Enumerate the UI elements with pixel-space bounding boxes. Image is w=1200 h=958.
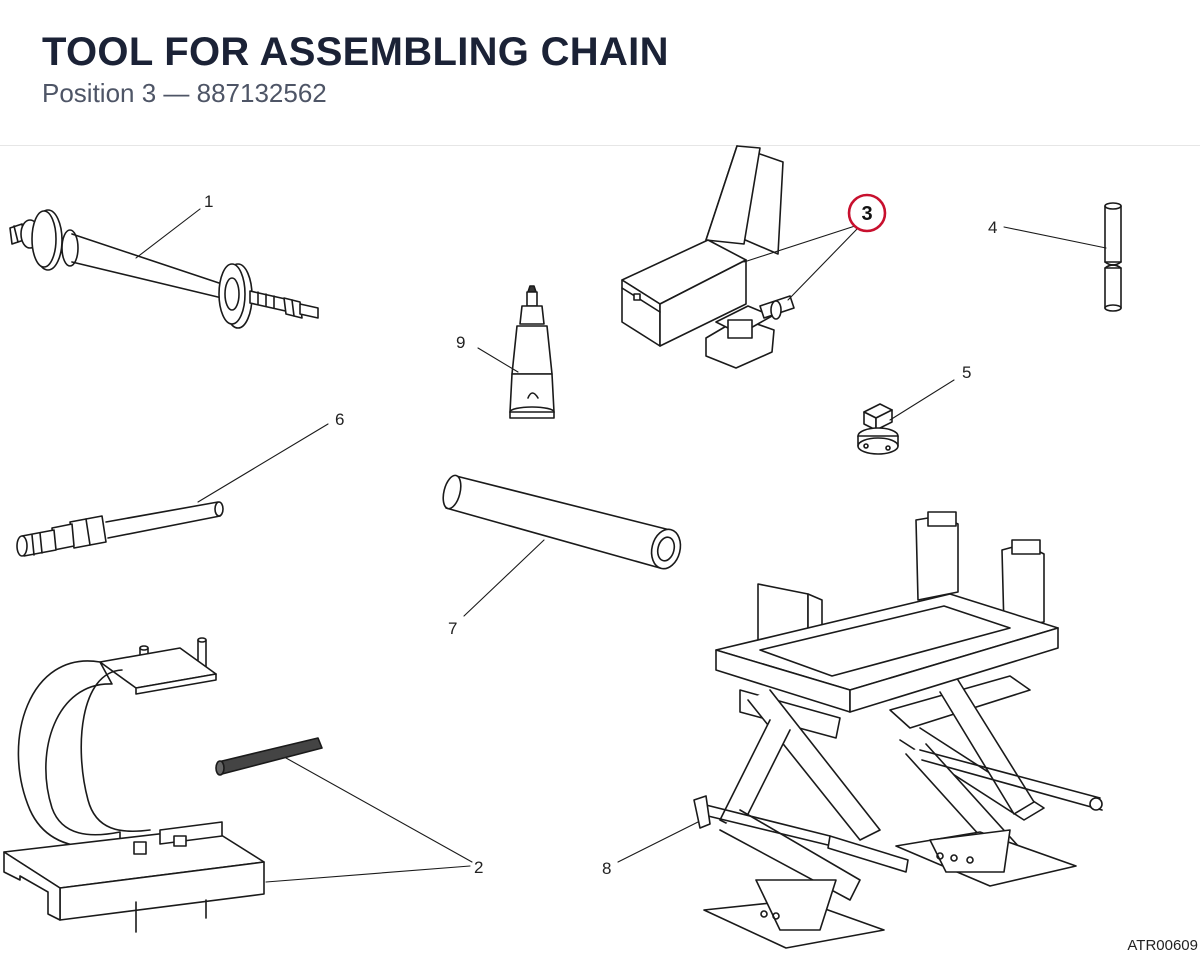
- pin-icon: [1104, 202, 1122, 312]
- part-label-9: 9: [456, 333, 465, 352]
- part-label-8: 8: [602, 859, 611, 878]
- part-label-4: 4: [988, 218, 997, 237]
- grease-tube-icon: [509, 285, 555, 419]
- part-label-1: 1: [204, 192, 213, 211]
- part-label-7: 6: [335, 410, 344, 429]
- part-label-3[interactable]: 3: [861, 203, 872, 225]
- frame-bracket-icon: [3, 637, 323, 933]
- page-title: TOOL FOR ASSEMBLING CHAIN: [42, 30, 669, 74]
- chain-tool-case-icon[interactable]: [621, 145, 795, 369]
- header-divider: [0, 145, 1200, 146]
- part-label-6: 7: [448, 619, 457, 638]
- puller-rod-icon: [9, 209, 319, 329]
- rod-fitting-icon: [16, 501, 224, 557]
- tube-icon: [442, 474, 682, 570]
- page-header: TOOL FOR ASSEMBLING CHAIN Position 3 — 8…: [0, 0, 1200, 146]
- part-label-2: 2: [474, 858, 483, 877]
- adapter-nut-icon: [857, 403, 899, 455]
- part-label-5: 5: [962, 363, 971, 382]
- page-subtitle: Position 3 — 887132562: [42, 78, 327, 108]
- highlight-ring: [847, 193, 887, 233]
- scissor-stand-icon: [693, 511, 1103, 949]
- reference-code: ATR00609: [1127, 937, 1198, 954]
